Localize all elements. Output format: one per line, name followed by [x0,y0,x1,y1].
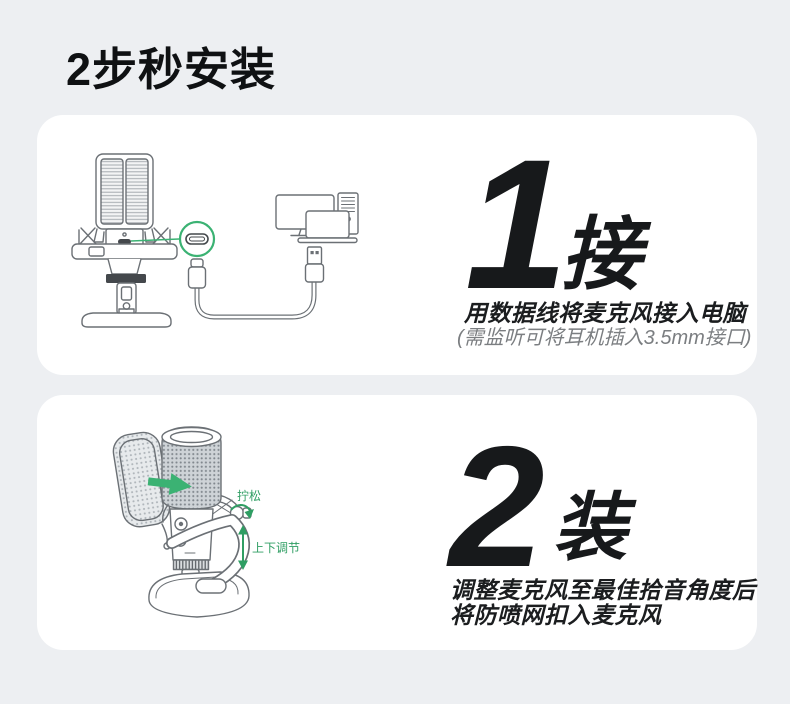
step-1-panel: 1 接 用数据线将麦克风接入电脑 (需监听可将耳机插入3.5mm接口) [37,115,757,375]
mic-to-computer-illustration [71,153,359,328]
step-caption: 将防喷网扣入麦克风 [450,602,662,628]
mic-pop-filter-illustration: 拧松 上下调节 [112,426,300,618]
usb-c-port-callout [130,220,216,258]
desktop-microphone-drawing [71,153,178,328]
usb-a-plug-icon [304,246,325,283]
mic-stand-drawing [148,514,251,618]
step-2-panel: 拧松 上下调节 2 装 调整麦克风至最佳拾音角度后 将防喷网扣入麦克风 [37,395,757,650]
microphone-drawing [161,426,222,580]
green-annotations: 拧松 上下调节 [147,473,300,570]
computer-devices-drawing [275,192,359,244]
page-title: 2步秒安装 [66,44,277,95]
step-action-word: 接 [561,210,641,299]
step-note: (需监听可将耳机插入3.5mm接口) [457,327,752,349]
step-caption: 用数据线将麦克风接入电脑 [464,300,746,326]
step-action-word: 装 [553,486,627,569]
step-number: 1 [465,122,568,328]
usb-c-connector-icon [185,233,209,245]
laptop-icon [297,210,358,244]
usb-c-port [118,239,131,245]
usb-cable-drawing [187,246,325,320]
rotate-arrow-icon [230,504,254,519]
insert-arrow-icon [147,473,192,495]
step-number: 2 [449,411,545,603]
up-down-adjust-label: 上下调节 [252,541,300,555]
loosen-label: 拧松 [237,489,261,503]
usb-c-plug-icon [187,258,207,289]
step-caption: 调整麦克风至最佳拾音角度后 [450,577,756,603]
up-down-arrow-icon [238,525,248,570]
